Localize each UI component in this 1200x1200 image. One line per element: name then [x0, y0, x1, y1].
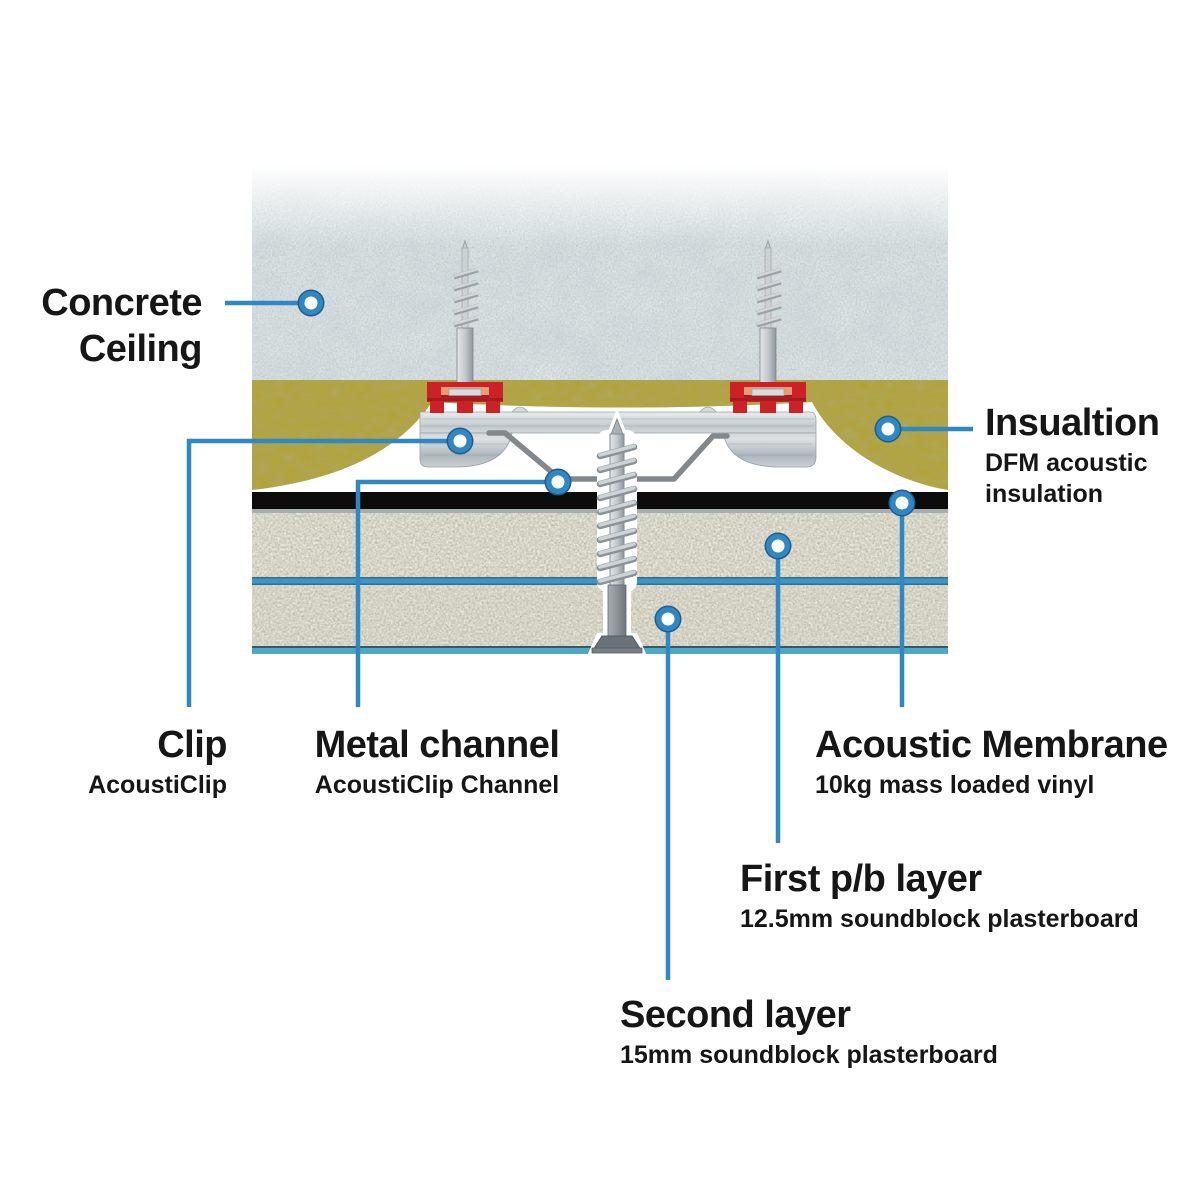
marker-membrane — [888, 489, 916, 517]
label-first-pb-layer: First p/b layer 12.5mm soundblock plaste… — [740, 856, 1180, 935]
label-insulation: Insualtion DFM acoustic insulation — [985, 400, 1180, 510]
concrete-ceiling-layer — [252, 165, 948, 380]
callout-line-metal-channel — [355, 479, 558, 707]
label-first-pb-layer-title: First p/b layer — [740, 858, 982, 900]
marker-insulation — [874, 415, 902, 443]
label-concrete-ceiling: Concrete Ceiling — [10, 280, 202, 372]
marker-first-layer — [764, 532, 792, 560]
marker-metal-channel — [544, 468, 572, 496]
label-second-layer: Second layer 15mm soundblock plasterboar… — [620, 992, 1060, 1071]
label-insulation-title: Insualtion — [985, 402, 1160, 444]
label-concrete-ceiling-title: Concrete Ceiling — [41, 282, 202, 370]
label-clip-subtitle: AcoustiClip — [88, 771, 227, 799]
callout-lines — [186, 300, 973, 980]
marker-clip — [446, 427, 474, 455]
label-acoustic-membrane-title: Acoustic Membrane — [815, 724, 1168, 766]
label-first-pb-layer-subtitle: 12.5mm soundblock plasterboard — [740, 905, 1139, 933]
marker-concrete-ceiling — [297, 289, 325, 317]
center-screw — [587, 408, 647, 656]
label-second-layer-title: Second layer — [620, 994, 851, 1036]
label-acoustic-membrane-subtitle: 10kg mass loaded vinyl — [815, 771, 1095, 799]
label-metal-channel: Metal channel AcoustiClip Channel — [287, 722, 587, 801]
label-metal-channel-subtitle: AcoustiClip Channel — [314, 771, 560, 799]
label-second-layer-subtitle: 15mm soundblock plasterboard — [620, 1041, 998, 1069]
marker-second-layer — [654, 605, 682, 633]
label-acoustic-membrane: Acoustic Membrane 10kg mass loaded vinyl — [815, 722, 1200, 801]
label-clip: Clip AcoustiClip — [0, 722, 227, 801]
label-metal-channel-title: Metal channel — [314, 724, 560, 766]
callout-line-clip — [186, 438, 460, 707]
label-insulation-subtitle: DFM acoustic insulation — [985, 449, 1148, 508]
label-clip-title: Clip — [157, 724, 227, 766]
callout-markers — [297, 289, 916, 633]
